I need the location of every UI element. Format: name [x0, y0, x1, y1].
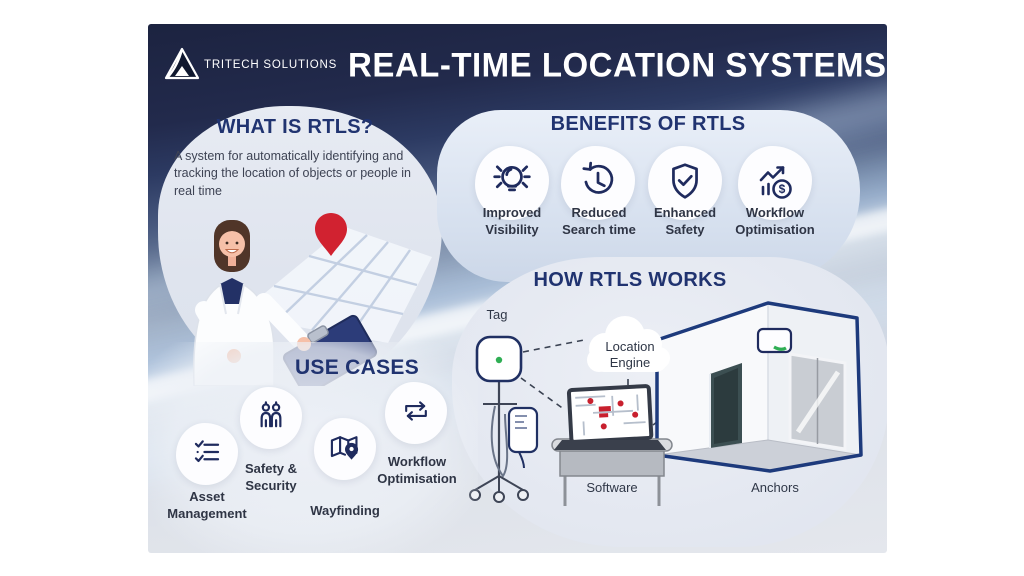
benefit-enhanced-safety: [648, 146, 722, 220]
use-case-safety-security: [240, 387, 302, 449]
open-door: [709, 363, 742, 448]
map-pin-marker: [315, 213, 347, 256]
room-anchor-illustration: [655, 301, 863, 473]
location-engine-cloud: [587, 316, 670, 372]
map-pin-icon: [327, 430, 363, 469]
use-case-label: Safety & Security: [244, 461, 298, 493]
brand-name: TRITECH SOLUTIONS: [204, 59, 338, 71]
software-laptop-illustration: [551, 384, 673, 506]
svg-text:$: $: [779, 182, 786, 196]
benefit-workflow-optimisation: $: [738, 146, 812, 220]
rtls-tag-illustration: [469, 335, 539, 503]
software-label: Software: [586, 480, 638, 495]
what-is-rtls-title: WHAT IS RTLS?: [216, 116, 374, 138]
use-case-label: Wayfinding: [310, 503, 380, 518]
benefits-title: BENEFITS OF RTLS: [550, 113, 746, 135]
benefit-label: Improved Visibility: [482, 205, 542, 237]
anchors-label: Anchors: [751, 480, 799, 495]
what-is-rtls-description: A system for automatically identifying a…: [174, 149, 411, 198]
anchor-device: [756, 327, 793, 354]
how-rtls-works-illustration: [453, 292, 887, 517]
use-case-asset-management: [176, 423, 238, 485]
location-engine-label: Location Engine: [605, 339, 655, 371]
benefit-label: Enhanced Safety: [653, 205, 717, 237]
swap-arrows-icon: [398, 394, 434, 433]
tag-label: Tag: [486, 307, 508, 322]
checklist-icon: [190, 435, 224, 474]
page-title: REAL-TIME LOCATION SYSTEMS: [348, 45, 887, 84]
use-case-label: Workflow Optimisation: [377, 454, 457, 486]
rtls-infographic-panel: TRITECH SOLUTIONS REAL-TIME LOCATION SYS…: [148, 24, 887, 553]
benefit-label: Reduced Search time: [562, 205, 636, 237]
lightbulb-icon: [491, 160, 533, 207]
use-cases-title: USE CASES: [294, 356, 420, 379]
double-door: [788, 352, 847, 451]
benefit-improved-visibility: [475, 146, 549, 220]
benefit-reduced-search-time: [561, 146, 635, 220]
benefit-label: Workflow Optimisation: [735, 205, 815, 237]
profit-growth-icon: $: [753, 160, 797, 207]
how-rtls-works-title: HOW RTLS WORKS: [533, 269, 727, 291]
clock-rewind-icon: [577, 160, 619, 207]
use-case-label: Asset Management: [167, 489, 247, 521]
shield-check-icon: [664, 160, 706, 207]
brand-logo-icon: [164, 46, 200, 82]
people-icon: [254, 399, 288, 438]
use-case-workflow-optimisation: [385, 382, 447, 444]
use-case-wayfinding: [314, 418, 376, 480]
